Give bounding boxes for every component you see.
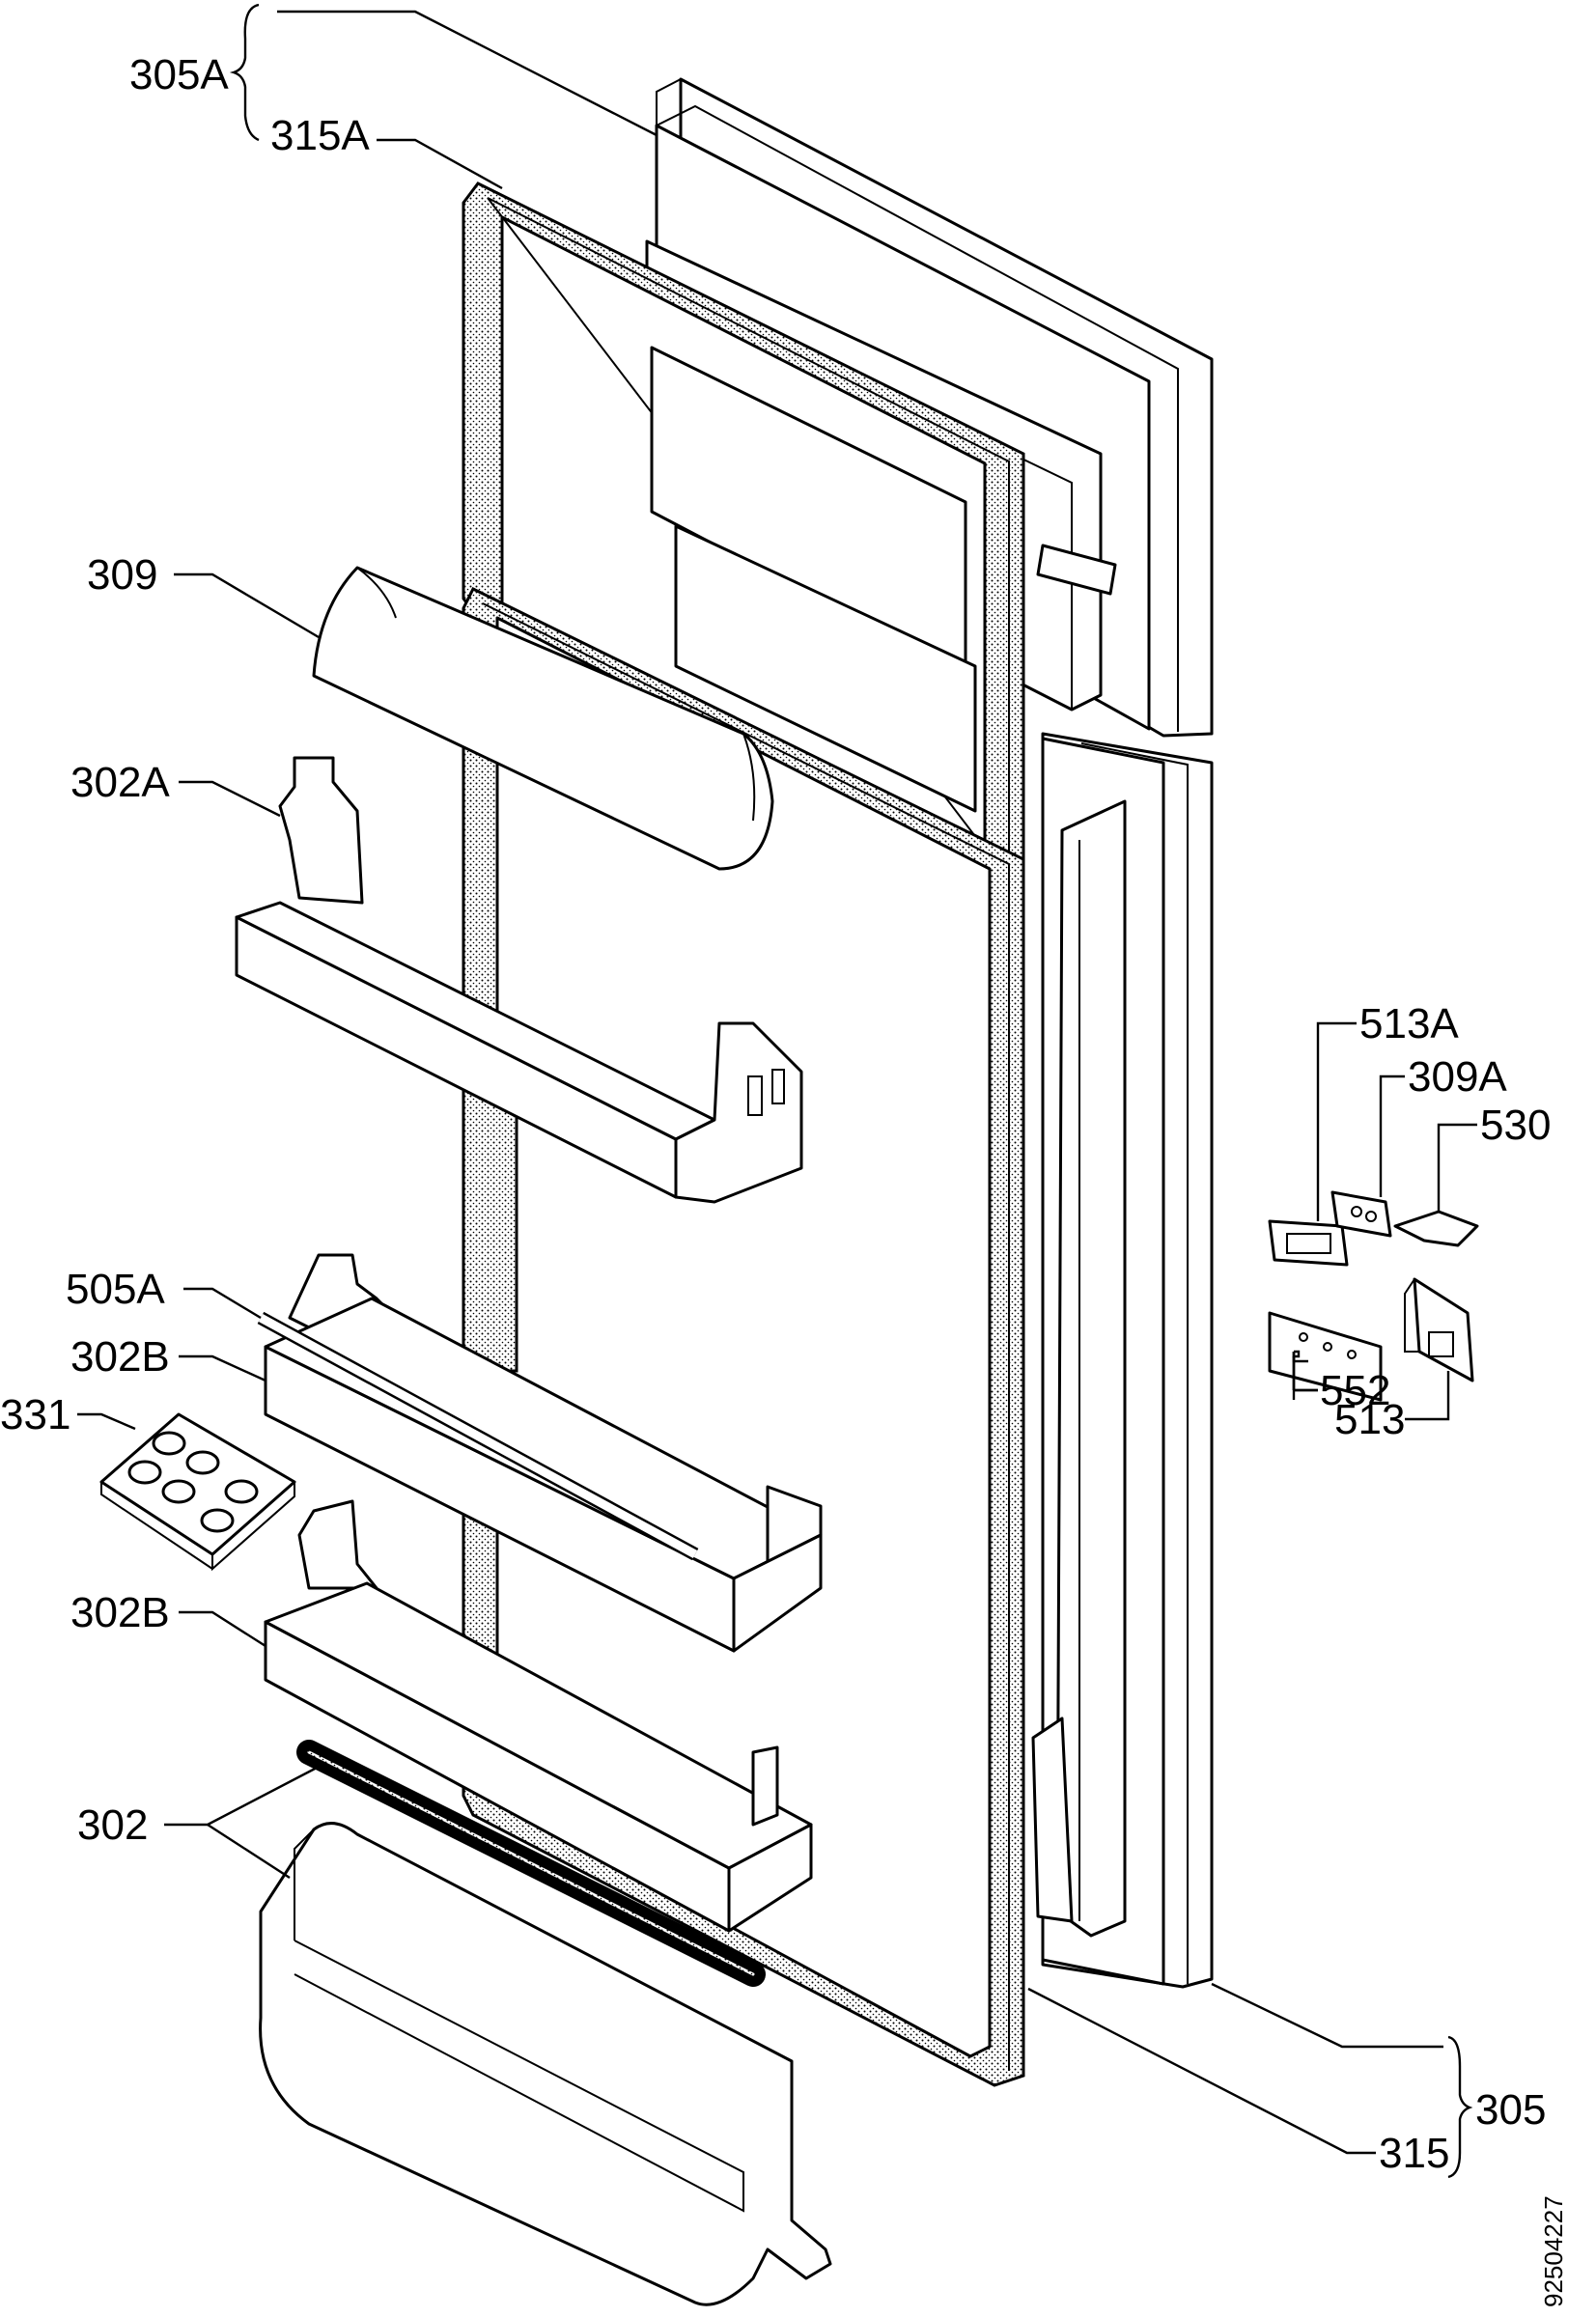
door-shelf-302A [235, 756, 803, 1204]
label-315A: 315A [270, 112, 370, 159]
bottle-retainer [296, 1740, 766, 1987]
label-305: 305 [1475, 2086, 1546, 2134]
label-552: 552 [1320, 1367, 1390, 1414]
egg-tray [99, 1412, 296, 1572]
label-309: 309 [87, 551, 157, 599]
label-315: 315 [1379, 2130, 1449, 2177]
label-302A: 302A [70, 759, 170, 806]
hinge-hardware [1268, 1190, 1479, 1402]
label-331: 331 [0, 1391, 70, 1438]
door-shelf-302B-upper [257, 1253, 823, 1653]
label-302B-upper: 302B [70, 1333, 170, 1381]
freezer-door-gasket [462, 181, 1025, 900]
leader-lines [77, 3, 1477, 2179]
clip-530 [1393, 1210, 1479, 1247]
label-302B-lower: 302B [70, 1589, 170, 1636]
label-305A: 305A [129, 51, 229, 98]
door-shelf-302B-lower [264, 1499, 813, 1933]
label-505A: 505A [66, 1266, 165, 1313]
hinge-513 [1413, 1277, 1474, 1382]
door-bottom-bin [259, 1822, 832, 2306]
plate-552 [1268, 1311, 1383, 1402]
label-513A: 513A [1359, 1000, 1459, 1047]
dairy-compartment-lid [312, 566, 774, 871]
fridge-outer-door [1031, 732, 1214, 1989]
bushing-513A [1268, 1219, 1349, 1267]
label-513: 513 [1334, 1396, 1405, 1443]
label-309A: 309A [1408, 1053, 1507, 1101]
label-530: 530 [1480, 1102, 1551, 1149]
label-302: 302 [77, 1801, 148, 1849]
drawing-number: 92504227 [1539, 2195, 1568, 2307]
part-labels: 305A 315A 309 302A 505A 302B 331 302B 30… [0, 51, 1568, 2307]
